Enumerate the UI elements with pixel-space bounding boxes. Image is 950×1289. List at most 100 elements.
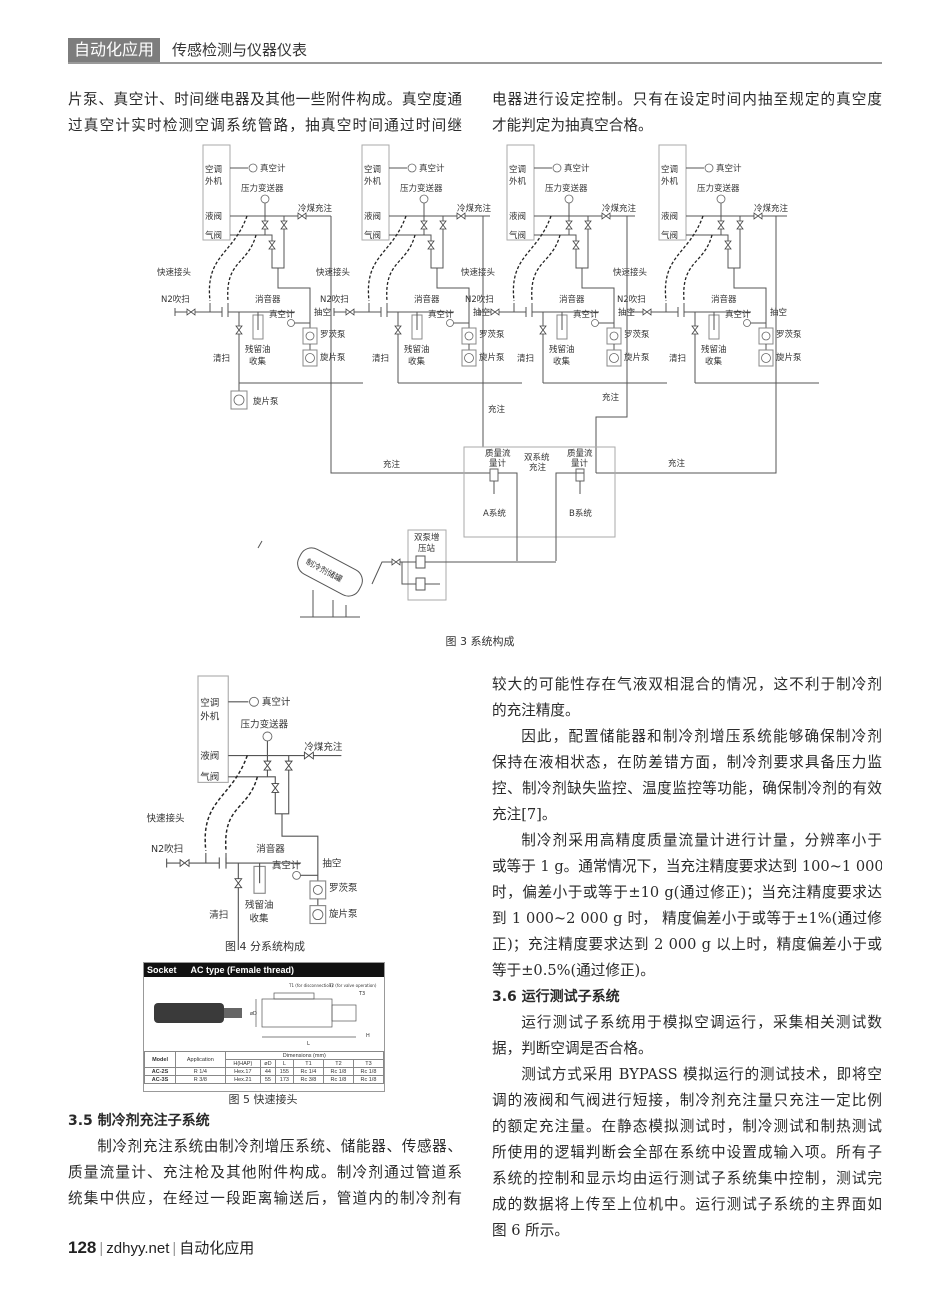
unit-label: 外机 xyxy=(661,176,679,187)
refrigerant-fill-label: 冷煤充注 xyxy=(602,203,637,214)
pipe xyxy=(277,268,311,328)
text-line: 成的数据将上传至上位机中。运行测试子系统的主界面如 xyxy=(492,1196,882,1213)
quick-connector-hose xyxy=(512,215,552,302)
valve-icon xyxy=(691,325,699,335)
col-d: øD xyxy=(260,1059,276,1068)
figure-4-caption: 图 4 分系统构成 xyxy=(225,940,305,953)
valve-icon xyxy=(234,878,243,889)
pressure-transmitter-label: 压力变送器 xyxy=(241,183,284,194)
text-line: 质量流量计、充注枪及其他附件构成。制冷剂通过管道系 xyxy=(68,1164,462,1181)
oil-collect-label: 残留油 xyxy=(701,344,727,355)
oil-collect-label: 收集 xyxy=(408,356,426,367)
pipe xyxy=(401,562,416,585)
spec-title-left: Socket xyxy=(147,965,177,975)
valve-icon xyxy=(268,240,276,250)
valve-icon xyxy=(280,220,288,230)
valve-icon xyxy=(439,220,447,230)
flowmeter-label: 量计 xyxy=(571,458,589,469)
subsystem-module: 空调外机液阀气阀真空计压力变送器冷煤充注抽空真空计罗茨泵旋片泵N2吹扫消音器残留… xyxy=(613,144,819,384)
quick-connector-hose xyxy=(225,776,259,851)
oil-collect-label: 残留油 xyxy=(245,344,271,355)
cell: Rc 3/8 xyxy=(292,1075,324,1084)
evacuate-label: 抽空 xyxy=(314,307,331,318)
footer-journal: 自动化应用 xyxy=(179,1240,255,1257)
roots-pump-icon xyxy=(305,331,315,341)
page-footer: 128|zdhyy.net|自动化应用 xyxy=(68,1238,255,1257)
pressure-transmitter-icon xyxy=(564,194,574,204)
rotary-pump-icon xyxy=(761,353,771,363)
purge-label: 清扫 xyxy=(213,353,230,364)
text-line: 制冷剂充注系统由制冷剂增压系统、储能器、传感器、 xyxy=(97,1138,462,1155)
roots-pump-label: 罗茨泵 xyxy=(479,329,505,340)
muffler-label: 消音器 xyxy=(559,294,585,305)
refrigerant-fill-label: 冷煤充注 xyxy=(304,741,343,753)
oil-collect-label: 收集 xyxy=(250,912,270,924)
n2-purge-label: N2吹扫 xyxy=(161,294,190,305)
vacuum-gauge-label: 真空计 xyxy=(725,309,751,320)
quick-connector-label: 快速接头 xyxy=(461,267,496,278)
valve-icon xyxy=(724,240,732,250)
gas-valve-label: 气阀 xyxy=(205,230,222,241)
rotary-pump-icon xyxy=(305,353,315,363)
right-column-top: 电器进行设定控制。只有在设定时间内抽至规定的真空度 才能判定为抽真空合格。 xyxy=(492,87,882,139)
cell: Hex.21 xyxy=(224,1075,262,1084)
oil-collect-label: 残留油 xyxy=(245,899,274,911)
col-t1: T1 xyxy=(292,1059,324,1068)
oil-collect-label: 收集 xyxy=(705,356,723,367)
vacuum-gauge-label: 真空计 xyxy=(260,163,286,174)
text-line: 才能判定为抽真空合格。 xyxy=(492,117,653,134)
vacuum-gauge-label: 真空计 xyxy=(564,163,590,174)
evacuate-label: 抽空 xyxy=(322,857,341,869)
col-t2: T2 xyxy=(322,1059,354,1068)
quick-connector-hose xyxy=(204,755,248,851)
section-3-5: 3.5 制冷剂充注子系统 制冷剂充注系统由制冷剂增压系统、储能器、传感器、 质量… xyxy=(68,1108,462,1212)
col-application: Application xyxy=(175,1051,226,1068)
cell: Rc 1/4 xyxy=(292,1067,324,1076)
rotary-pump-label: 旋片泵 xyxy=(253,396,279,407)
pressure-transmitter-icon xyxy=(262,731,273,742)
right-column: 较大的可能性存在气液双相混合的情况，这不利于制冷剂 的充注精度。 因此，配置储能… xyxy=(492,672,882,1244)
unit-label: 外机 xyxy=(205,176,223,187)
rotary-pump-label: 旋片泵 xyxy=(320,352,346,363)
vacuum-gauge-label: 真空计 xyxy=(428,309,454,320)
roots-pump-label: 罗茨泵 xyxy=(320,329,346,340)
unit-label: 外机 xyxy=(509,176,527,187)
t1-note: T1 (for disconnection) xyxy=(288,983,333,988)
cell: Rc 1/8 xyxy=(322,1067,354,1076)
connector-nipple xyxy=(224,1008,242,1018)
cell: Hex.17 xyxy=(224,1067,262,1076)
vacuum-gauge-label: 真空计 xyxy=(262,696,291,708)
vacuum-gauge-label: 真空计 xyxy=(419,163,445,174)
valve-icon xyxy=(261,220,269,230)
valve-icon xyxy=(297,212,307,220)
pipe xyxy=(555,472,584,561)
oil-collect-label: 残留油 xyxy=(404,344,430,355)
cell: Rc 1/8 xyxy=(322,1075,354,1084)
valve-icon xyxy=(753,212,763,220)
pressure-transmitter-label: 压力变送器 xyxy=(697,183,740,194)
rotary-pump-label: 旋片泵 xyxy=(329,908,358,920)
n2-purge-label: N2吹扫 xyxy=(320,294,349,305)
connector-photo xyxy=(154,1003,224,1023)
rotary-pump-label: 旋片泵 xyxy=(624,352,650,363)
dual-system-label: 充注 xyxy=(529,462,547,473)
pipe xyxy=(498,472,518,561)
pipe xyxy=(534,216,589,269)
quick-connector-hose xyxy=(664,215,704,302)
cell: 173 xyxy=(274,1075,294,1084)
section-heading: 3.6 运行测试子系统 xyxy=(492,989,620,1005)
valve-icon xyxy=(235,325,243,335)
text-line: 的充注精度。 xyxy=(492,702,580,719)
pipe xyxy=(281,813,319,881)
dual-system-box xyxy=(463,446,616,538)
valve-icon xyxy=(345,308,355,316)
pipe xyxy=(733,268,767,328)
vacuum-gauge-icon xyxy=(287,319,295,327)
cell: Rc 1/8 xyxy=(352,1075,385,1084)
subsystem-module: 空调外机液阀气阀真空计压力变送器冷煤充注抽空真空计罗茨泵旋片泵N2吹扫消音器残留… xyxy=(316,144,522,384)
refrigerant-fill-label: 冷煤充注 xyxy=(754,203,789,214)
col-h: H(HAP) xyxy=(224,1059,262,1068)
